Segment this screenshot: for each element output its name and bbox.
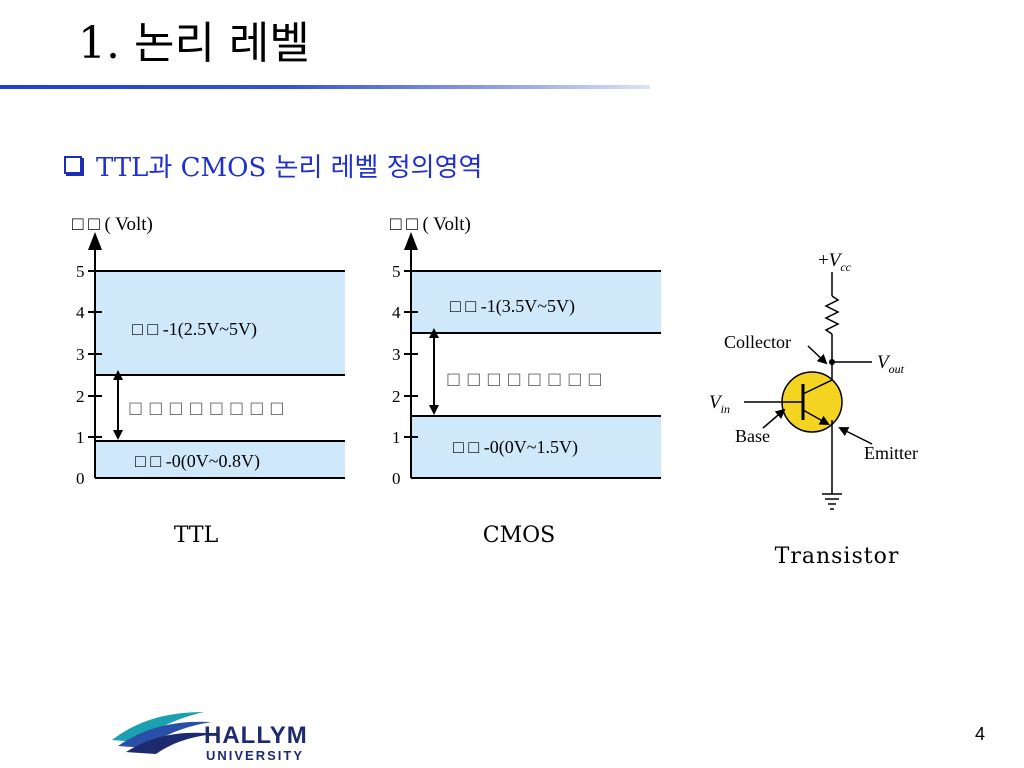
- base-label: Base: [735, 426, 770, 446]
- ttl-high-band: [95, 271, 345, 375]
- ttl-axis-arrow-icon: [88, 232, 102, 250]
- bullet-text: TTL과 CMOS 논리 레벨 정의영역: [96, 152, 483, 183]
- vcc-label: +Vcc: [818, 250, 852, 274]
- ttl-high-label: □ □ -1(2.5V~5V): [132, 319, 257, 340]
- page-number: 4: [975, 724, 986, 744]
- cmos-caption: CMOS: [483, 523, 555, 548]
- emitter-pointer: [838, 427, 873, 445]
- slide-title: 1. 논리 레벨: [78, 18, 310, 69]
- ttl-ticks: [88, 270, 102, 438]
- cmos-tick-label: 2: [392, 387, 401, 406]
- ttl-caption: TTL: [174, 523, 219, 548]
- collector-pointer: [807, 345, 828, 365]
- transistor-caption: Transistor: [775, 544, 900, 569]
- wave-logo-icon: [112, 712, 216, 754]
- ground-icon: [822, 493, 842, 510]
- university-logo: HALLYM UNIVERSITY: [108, 706, 348, 768]
- ttl-tick-label: 5: [76, 262, 85, 281]
- ttl-chart: □ □ ( Volt) 5 4 3 2 1 0 □ □ -1(2.5V~5V) …: [72, 214, 345, 548]
- cmos-tick-label: 0: [392, 469, 401, 488]
- transistor-emitter-leg: [802, 409, 830, 425]
- ttl-axis-label: □ □ ( Volt): [72, 214, 153, 235]
- ttl-tick-label: 3: [76, 345, 85, 364]
- logo-wordmark: HALLYM: [204, 722, 308, 749]
- logic-level-diagram: □ □ ( Volt) 5 4 3 2 1 0 □ □ -1(2.5V~5V) …: [72, 214, 918, 569]
- cmos-high-label: □ □ -1(3.5V~5V): [450, 296, 575, 317]
- title-underline: [0, 85, 650, 89]
- cmos-chart: □ □ ( Volt) 5 4 3 2 1 0 □ □ -1(3.5V~5V) …: [390, 214, 661, 548]
- cmos-tick-label: 5: [392, 262, 401, 281]
- cmos-low-band: [411, 416, 661, 478]
- ttl-tick-label: 4: [76, 303, 85, 322]
- cmos-high-band: [411, 271, 661, 333]
- logo-subtext: UNIVERSITY: [206, 748, 305, 763]
- cmos-undefined-label: □ □ □ □ □ □ □ □: [446, 369, 603, 388]
- ttl-low-label: □ □ -0(0V~0.8V): [135, 451, 260, 472]
- collector-label: Collector: [724, 332, 791, 352]
- ttl-tick-label: 2: [76, 387, 85, 406]
- ttl-tick-label: 1: [76, 428, 85, 447]
- vout-label: Vout: [877, 352, 905, 376]
- base-pointer: [762, 408, 786, 429]
- cmos-axis-label: □ □ ( Volt): [390, 214, 471, 235]
- transistor-schematic: +Vcc Vout Collector Vin Base Emitter: [709, 250, 918, 569]
- cmos-tick-label: 1: [392, 428, 401, 447]
- cmos-tick-label: 4: [392, 303, 401, 322]
- vin-label: Vin: [709, 392, 730, 416]
- ttl-undefined-label: □ □ □ □ □ □ □ □: [128, 398, 285, 417]
- bullet-item: TTL과 CMOS 논리 레벨 정의영역: [64, 150, 482, 183]
- ttl-tick-label: 0: [76, 469, 85, 488]
- cmos-ticks: [404, 270, 418, 438]
- resistor-icon: [824, 295, 840, 335]
- cmos-low-label: □ □ -0(0V~1.5V): [453, 437, 578, 458]
- cmos-axis-arrow-icon: [404, 232, 418, 250]
- cmos-tick-label: 3: [392, 345, 401, 364]
- ttl-low-band: [95, 441, 345, 478]
- transistor-collector-leg: [802, 379, 833, 395]
- checkbox-bullet-icon: [64, 156, 82, 174]
- emitter-label: Emitter: [864, 443, 918, 463]
